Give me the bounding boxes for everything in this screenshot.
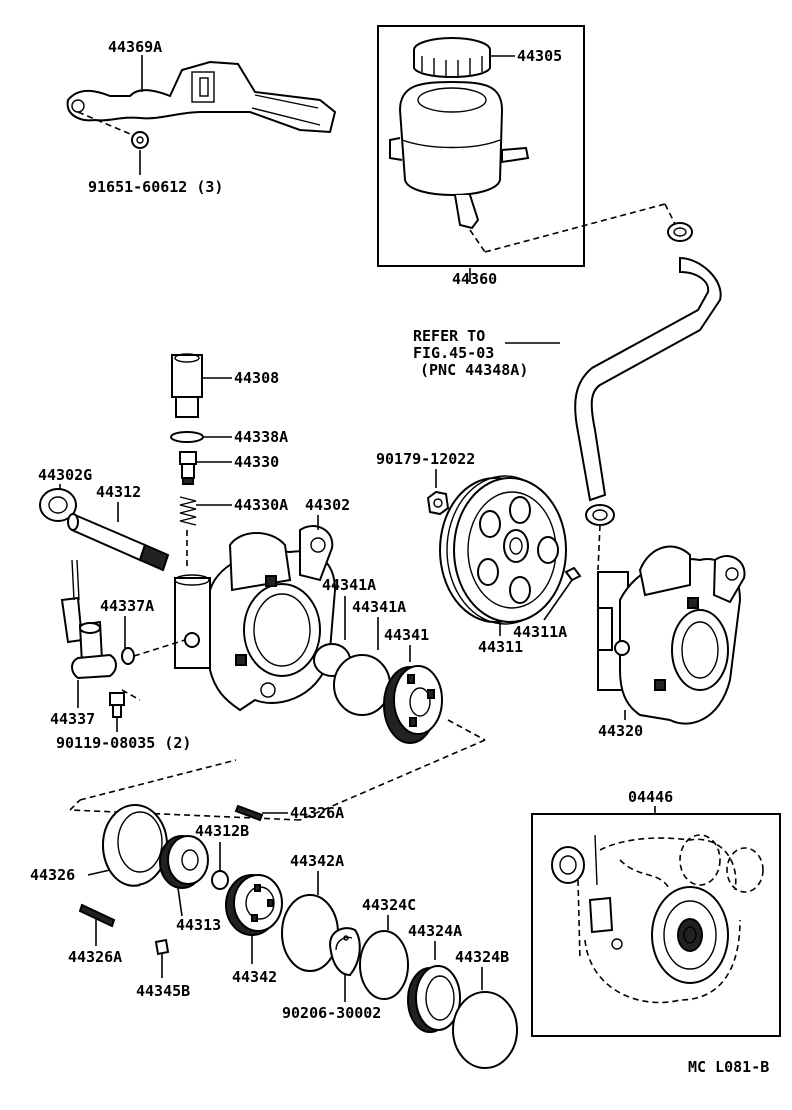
- nut-91651: [131, 131, 149, 149]
- oring-44337A: [121, 647, 135, 665]
- label-44311: 44311: [478, 638, 523, 656]
- label-44337: 44337: [50, 710, 95, 728]
- label-44338A: 44338A: [234, 428, 288, 446]
- label-44313: 44313: [176, 916, 221, 934]
- label-44302G: 44302G: [38, 466, 92, 484]
- spring-90206: [328, 927, 361, 977]
- diagram-code: MC L081-B: [688, 1058, 769, 1076]
- connector-44308: [171, 353, 203, 418]
- label-44302: 44302: [305, 496, 350, 514]
- kit-illustration: [551, 834, 764, 1004]
- snap-ring-44312B: [211, 870, 229, 890]
- label-44324A: 44324A: [408, 922, 462, 940]
- clamp-upper: [667, 222, 693, 242]
- pin-44326A-lower: [78, 903, 116, 928]
- pump-assy-44320: [597, 545, 746, 725]
- label-44342A: 44342A: [290, 852, 344, 870]
- label-44326A-1: 44326A: [290, 804, 344, 822]
- label-44330A: 44330A: [234, 496, 288, 514]
- label-44330: 44330: [234, 453, 279, 471]
- label-44312B: 44312B: [195, 822, 249, 840]
- label-44369A: 44369A: [108, 38, 162, 56]
- cam-ring-44326: [102, 804, 168, 887]
- label-44360: 44360: [452, 270, 497, 288]
- reservoir-box: [377, 25, 585, 267]
- label-44342: 44342: [232, 968, 277, 986]
- label-44311A: 44311A: [513, 623, 567, 641]
- clamp-lower: [585, 504, 615, 526]
- refer-line-2: FIG.45-03: [413, 344, 494, 362]
- label-44341: 44341: [384, 626, 429, 644]
- union-44337: [60, 559, 117, 680]
- nut-90179: [426, 490, 450, 516]
- label-44326: 44326: [30, 866, 75, 884]
- snap-ring-44324B: [452, 991, 518, 1069]
- label-44305: 44305: [517, 47, 562, 65]
- label-44320: 44320: [598, 722, 643, 740]
- label-44345B: 44345B: [136, 982, 190, 1000]
- oring-44341A-large: [333, 654, 391, 716]
- pressure-plate-44342: [225, 874, 283, 936]
- label-91651: 91651-60612 (3): [88, 178, 223, 196]
- oring-44338A: [170, 431, 204, 443]
- key-44311A: [564, 566, 582, 582]
- shaft-44312: [67, 513, 170, 572]
- label-90119: 90119-08035 (2): [56, 734, 191, 752]
- pulley-44311: [439, 475, 567, 625]
- label-44312: 44312: [96, 483, 141, 501]
- return-hose: [574, 256, 722, 502]
- reservoir-cap-44305: [413, 37, 491, 78]
- reservoir-tank: [389, 80, 530, 230]
- label-44324C: 44324C: [362, 896, 416, 914]
- bolt-90119: [109, 692, 125, 718]
- label-44326A-2: 44326A: [68, 948, 122, 966]
- refer-line-1: REFER TO: [413, 327, 485, 345]
- oring-44324C: [359, 930, 409, 1000]
- refer-line-3: (PNC 44348A): [420, 361, 528, 379]
- vane-44345B: [154, 938, 170, 956]
- side-plate-44341: [383, 665, 443, 744]
- oring-44342A: [281, 894, 339, 972]
- end-cover-44324A: [407, 965, 461, 1033]
- seal-44302G: [39, 488, 77, 522]
- bracket-44369A: [66, 60, 337, 134]
- rotor-44313: [159, 835, 209, 889]
- label-44337A: 44337A: [100, 597, 154, 615]
- valve-44330: [179, 451, 197, 485]
- label-44341A-1: 44341A: [322, 576, 376, 594]
- kit-box: [531, 813, 781, 1037]
- pump-housing-44302: [174, 525, 337, 712]
- label-90179: 90179-12022: [376, 450, 475, 468]
- spring-44330A: [179, 496, 197, 526]
- label-44308: 44308: [234, 369, 279, 387]
- label-04446: 04446: [628, 788, 673, 806]
- pin-44326A-upper: [234, 804, 264, 822]
- label-90206: 90206-30002: [282, 1004, 381, 1022]
- label-44324B: 44324B: [455, 948, 509, 966]
- label-44341A-2: 44341A: [352, 598, 406, 616]
